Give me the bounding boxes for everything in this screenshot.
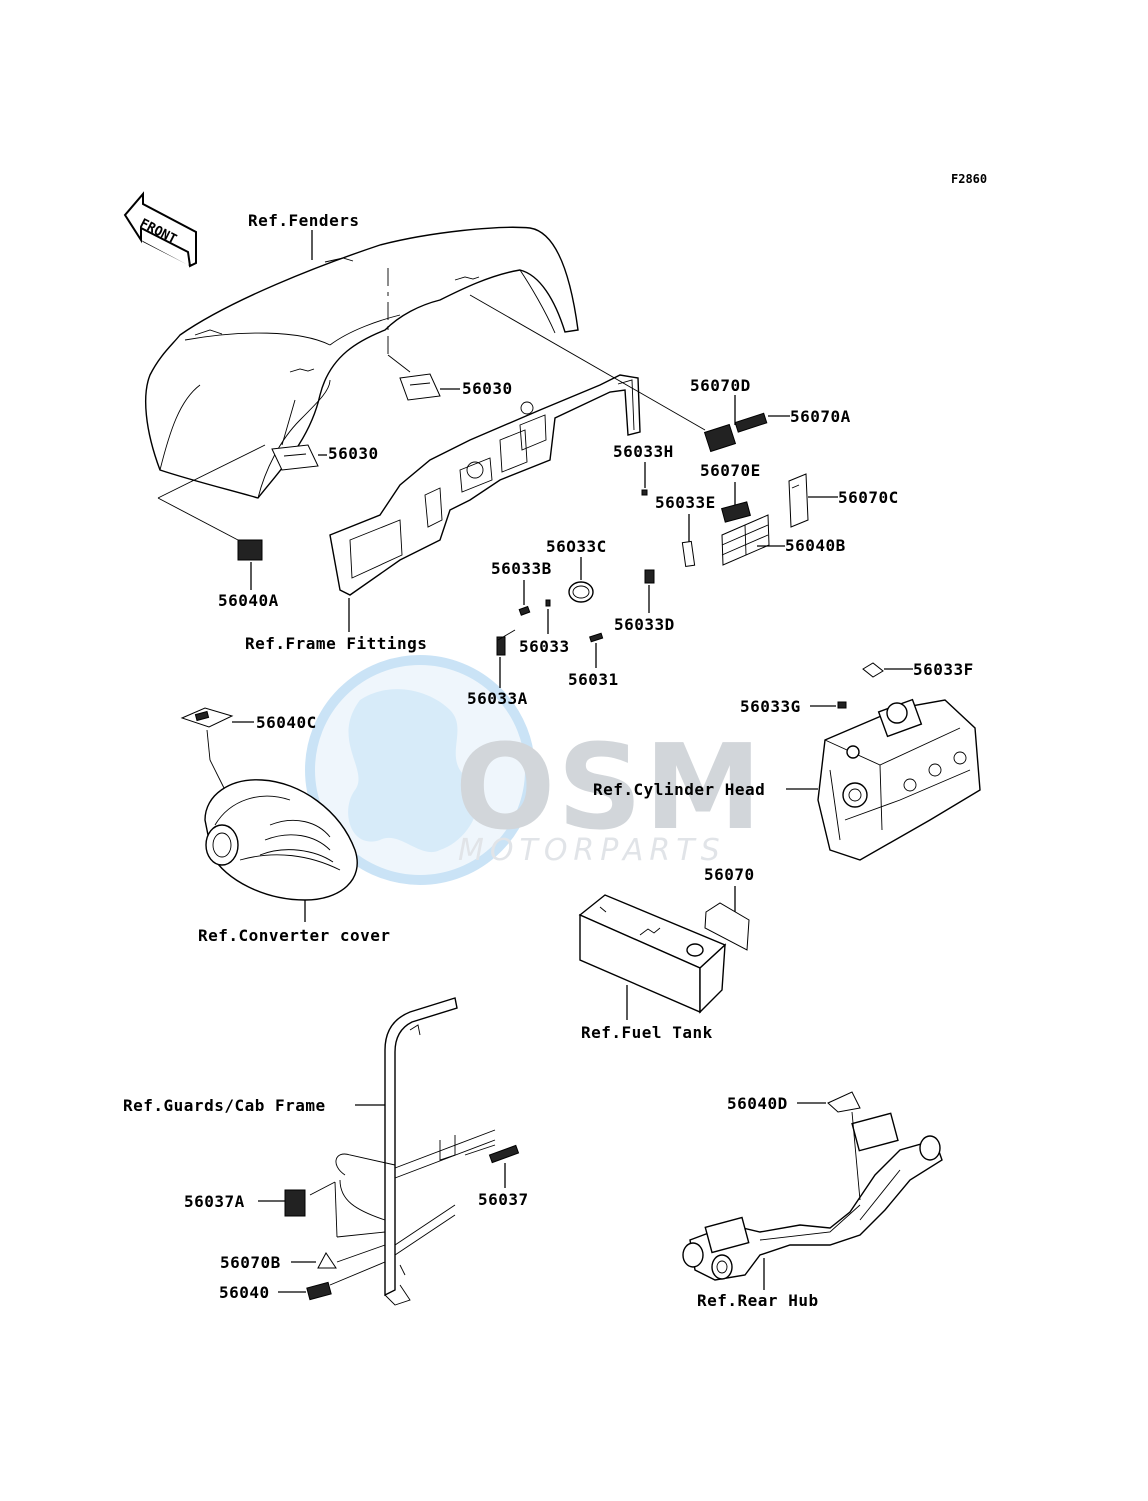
- guards-cab-frame-drawing: [335, 997, 496, 1306]
- label-56040D: 56040D: [727, 1094, 788, 1113]
- decal-56033E: [681, 540, 696, 568]
- decal-56040A: [237, 539, 263, 561]
- decal-56033F: [862, 662, 884, 678]
- decal-56070E: [721, 501, 751, 523]
- decal-56033D: [644, 569, 655, 584]
- label-56033: 56033: [519, 637, 570, 656]
- label-56037: 56037: [478, 1190, 529, 1209]
- decal-56033H: [641, 489, 648, 496]
- decal-56070: [704, 902, 750, 951]
- label-56070A: 56070A: [790, 407, 851, 426]
- label-56033B: 56033B: [491, 559, 552, 578]
- label-56040A: 56040A: [218, 591, 279, 610]
- label-56033F: 56033F: [913, 660, 974, 679]
- frame-fittings-drawing: [329, 374, 641, 596]
- label-56070C: 56070C: [838, 488, 899, 507]
- watermark-subtitle: MOTORPARTS: [458, 833, 726, 868]
- label-56033D: 56033D: [614, 615, 675, 634]
- decal-56030-lower: [271, 444, 319, 471]
- label-56033H: 56033H: [613, 442, 674, 461]
- cylinder-head-drawing: [817, 698, 981, 861]
- label-56040B: 56040B: [785, 536, 846, 555]
- label-56070B: 56070B: [220, 1253, 281, 1272]
- decal-56070C: [788, 473, 809, 528]
- label-56070E: 56070E: [700, 461, 761, 480]
- ref-converter-cover: Ref.Converter cover: [198, 926, 391, 945]
- label-56033E: 56033E: [655, 493, 716, 512]
- label-56033G: 56033G: [740, 697, 801, 716]
- decal-56030-upper: [399, 373, 441, 401]
- decal-56037: [488, 1144, 520, 1164]
- label-56033A: 56033A: [467, 689, 528, 708]
- label-56040C: 56040C: [256, 713, 317, 732]
- decal-56070A: [734, 412, 768, 433]
- label-56030-lower: 56030: [328, 444, 379, 463]
- decal-56040D: [827, 1091, 861, 1113]
- front-arrow-icon: FRONT: [123, 191, 197, 268]
- decal-56040: [306, 1281, 332, 1301]
- label-56031: 56031: [568, 670, 619, 689]
- decal-56031: [589, 632, 604, 643]
- decal-56033C: [568, 581, 594, 603]
- decal-56070D: [703, 423, 737, 453]
- decal-56033A: [496, 636, 506, 656]
- label-56033C: 56O33C: [546, 537, 607, 556]
- ref-fenders: Ref.Fenders: [248, 211, 359, 230]
- watermark: OSM MOTORPARTS: [305, 655, 764, 885]
- label-56037A: 56037A: [184, 1192, 245, 1211]
- decal-56033B: [518, 605, 531, 616]
- ref-cylinder-head: Ref.Cylinder Head: [593, 780, 765, 799]
- decal-56037A: [284, 1189, 306, 1217]
- ref-rear-hub: Ref.Rear Hub: [697, 1291, 819, 1310]
- ref-frame-fittings: Ref.Frame Fittings: [245, 634, 427, 653]
- label-56070D: 56070D: [690, 376, 751, 395]
- converter-cover-drawing: [204, 779, 358, 901]
- label-56030-upper: 56030: [462, 379, 513, 398]
- fender-drawing: [145, 226, 579, 499]
- fuel-tank-drawing: [578, 894, 727, 1014]
- label-56040: 56040: [219, 1283, 270, 1302]
- watermark-brand: OSM: [455, 718, 764, 856]
- ref-fuel-tank: Ref.Fuel Tank: [581, 1023, 713, 1042]
- rear-hub-drawing: [682, 1112, 943, 1281]
- decal-56033G: [837, 701, 847, 709]
- decal-56070B: [317, 1252, 337, 1269]
- ref-guards-cab-frame: Ref.Guards/Cab Frame: [123, 1096, 326, 1115]
- decal-56033: [545, 599, 551, 607]
- diagram-code: F2860: [951, 172, 987, 186]
- label-56070: 56070: [704, 865, 755, 884]
